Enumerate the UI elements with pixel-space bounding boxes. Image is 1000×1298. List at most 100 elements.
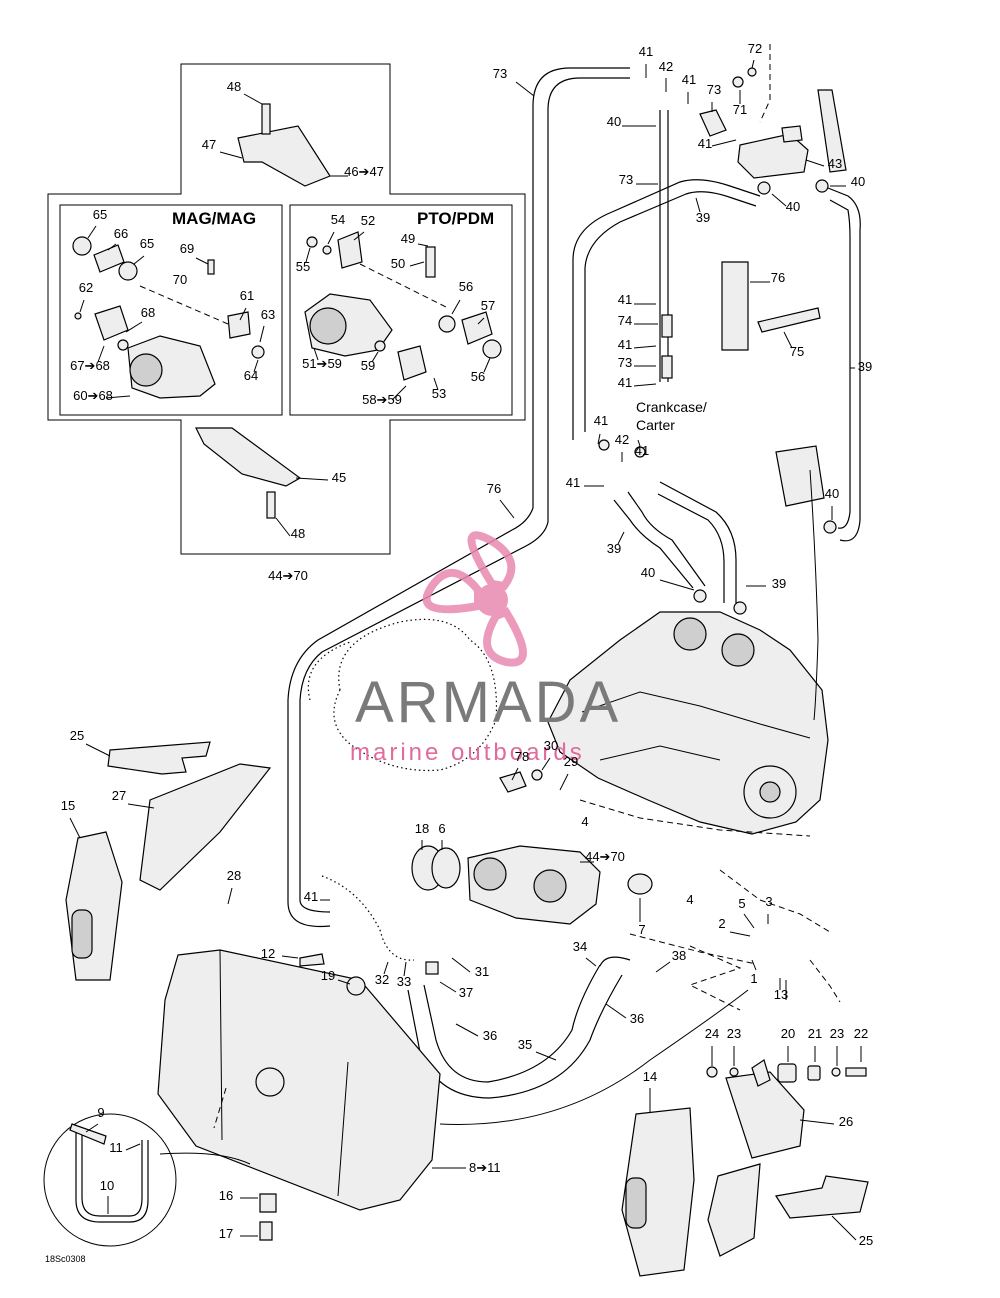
crankcase-note-line: Crankcase/ (636, 399, 707, 415)
leader-line (239, 307, 247, 321)
leader-line (275, 517, 291, 537)
part-callout-label: 22 (854, 1026, 868, 1041)
leader-line (633, 383, 657, 387)
part-callout-label: 25 (70, 728, 84, 743)
part-callout-label: 56 (471, 369, 485, 384)
leader-line (295, 477, 329, 481)
leader-line (585, 957, 597, 967)
part-callout-label: 67➔68 (70, 358, 110, 373)
inset-parts-artwork (72, 103, 502, 519)
leader-line (831, 1215, 857, 1241)
leader-line (597, 433, 601, 445)
leader-line (751, 59, 755, 69)
part-callout-label: 65 (140, 236, 154, 251)
leader-line (97, 345, 105, 363)
part-callout-label: 41 (682, 72, 696, 87)
part-callout-label: 44➔70 (268, 568, 308, 583)
mag-box-title: MAG/MAG (172, 209, 256, 228)
part-callout-label: 8➔11 (469, 1160, 501, 1175)
part-callout-label: 28 (227, 868, 241, 883)
leader-line (383, 961, 389, 975)
part-callout-label: 12 (261, 946, 275, 961)
part-callout-label: 40 (851, 174, 865, 189)
leader-line (127, 803, 155, 809)
leader-line (799, 1119, 835, 1125)
part-callout-label: 70 (173, 272, 187, 287)
part-callout-label: 76 (771, 270, 785, 285)
leader-line (219, 151, 243, 159)
leader-line (305, 247, 311, 263)
part-callout-label: 47 (202, 137, 216, 152)
part-callout-label: 36 (483, 1028, 497, 1043)
leader-line (85, 743, 111, 757)
part-callout-label: 27 (112, 788, 126, 803)
leader-line (227, 887, 233, 905)
part-callout-label: 41 (618, 375, 632, 390)
part-callout-label: 10 (100, 1178, 114, 1193)
part-callout-label: 48 (291, 526, 305, 541)
part-callout-label: 23 (830, 1026, 844, 1041)
leader-line (281, 955, 299, 959)
part-callout-label: 64 (244, 368, 258, 383)
leader-line (353, 231, 365, 241)
part-callout-label: 62 (79, 280, 93, 295)
leader-line (403, 961, 407, 977)
part-callout-label: 53 (432, 386, 446, 401)
part-callout-label: 21 (808, 1026, 822, 1041)
part-callout-label: 38 (672, 948, 686, 963)
part-callout-label: 33 (397, 974, 411, 989)
part-callout-label: 31 (475, 964, 489, 979)
part-callout-label: 43 (828, 156, 842, 171)
leader-line (105, 395, 131, 399)
part-callout-label: 61 (240, 288, 254, 303)
part-callout-label: 51➔59 (302, 356, 342, 371)
part-callout-label: 60➔68 (73, 388, 113, 403)
part-callout-label: 41 (635, 443, 649, 458)
part-callout-label: 39 (696, 210, 710, 225)
hoses (287, 67, 861, 1099)
part-callout-label: 41 (304, 889, 318, 904)
crankcase-note: Crankcase/Carter (636, 399, 707, 433)
leader-line (751, 959, 757, 971)
part-callout-label: 37 (459, 985, 473, 1000)
leader-line (451, 957, 471, 973)
part-callout-label: 13 (774, 987, 788, 1002)
part-callout-label: 36 (630, 1011, 644, 1026)
engine-block (547, 611, 829, 835)
part-callout-label: 39 (772, 576, 786, 591)
crankcase-note-line: Carter (636, 417, 675, 433)
leader-line (259, 325, 265, 343)
part-callout-label: 49 (401, 231, 415, 246)
part-callout-label: 44➔70 (585, 849, 625, 864)
leader-line (559, 773, 569, 791)
watermark-brand: ARMADA (355, 670, 621, 735)
leader-line (711, 139, 737, 147)
part-callout-label: 25 (859, 1233, 873, 1248)
part-callout-label: 57 (481, 298, 495, 313)
part-callout-label: 30 (544, 738, 558, 753)
leader-line (515, 81, 535, 97)
part-callout-label: 2 (718, 916, 725, 931)
leader-line (483, 357, 491, 373)
detail-circle (43, 1113, 177, 1247)
leader-line (439, 981, 457, 993)
leader-line (511, 767, 519, 781)
covers-and-grids (65, 741, 869, 1277)
part-callout-label: 73 (707, 82, 721, 97)
part-callout-label: 41 (698, 136, 712, 151)
part-callout-label: 5 (738, 896, 745, 911)
part-callout-label: 55 (296, 259, 310, 274)
leader-line (477, 317, 485, 325)
part-callout-label: 58➔59 (362, 392, 402, 407)
leader-line (659, 579, 695, 591)
part-callout-label: 32 (375, 972, 389, 987)
part-callout-label: 40 (607, 114, 621, 129)
part-callout-label: 71 (733, 102, 747, 117)
part-callout-label: 15 (61, 798, 75, 813)
leader-line (87, 225, 97, 239)
part-callout-label: 16 (219, 1188, 233, 1203)
leader-line (451, 299, 461, 315)
part-callout-label: 68 (141, 305, 155, 320)
leader-line (499, 499, 515, 519)
leader-line (455, 1023, 479, 1037)
